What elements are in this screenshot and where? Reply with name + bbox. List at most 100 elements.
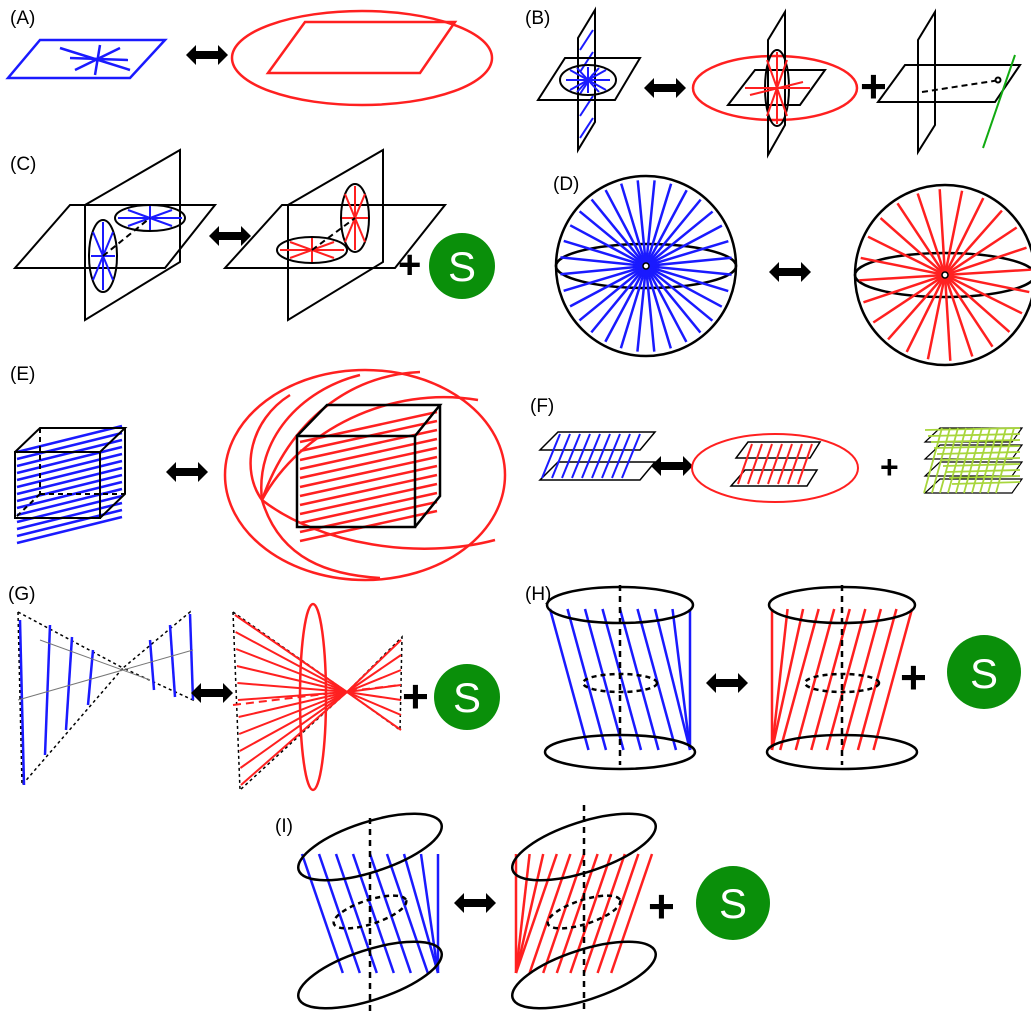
hyperboloid-ruling (569, 853, 613, 974)
hyperboloid-ruling (618, 608, 660, 751)
panel-f: (F) + (530, 396, 1024, 503)
hyperboloid-ruling (653, 608, 692, 751)
hyperboloid-ruling (528, 853, 572, 974)
plane-stripe (777, 443, 793, 485)
hyperboloid-ruling (825, 608, 867, 751)
cone-ruling (346, 691, 402, 701)
plane-stripe (541, 433, 561, 479)
double-arrow-icon (706, 673, 748, 693)
plane-stripe (591, 433, 611, 479)
double-arrow-icon (644, 78, 686, 98)
plane-stripe (927, 433, 1021, 437)
panel-h: (H) + S (525, 584, 1021, 771)
s-badge-icon: S (947, 635, 1021, 709)
hyperboloid-ruling (601, 608, 643, 751)
hyperboloid-ruling (582, 853, 626, 974)
panel-e-blue-cube (14, 424, 128, 545)
panel-i-red-hyperboloid (511, 805, 657, 1010)
plane-stripe (747, 443, 763, 485)
hyperboloid-ruling (514, 853, 558, 974)
plane-stripe (923, 427, 943, 494)
double-arrow-icon (191, 683, 233, 703)
hyperboloid-ruling (368, 853, 412, 974)
plane-stripe (611, 433, 631, 479)
panel-g-plus: + (402, 670, 429, 722)
cone-ruling (236, 665, 348, 693)
plane-stripe (797, 443, 813, 485)
hyperboloid-ruling (671, 608, 692, 751)
double-arrow-icon (454, 893, 496, 913)
cube-hatch (16, 501, 123, 531)
cube-hatch (16, 508, 123, 538)
panel-g-label: (G) (8, 584, 35, 605)
panel-c-label: (C) (10, 154, 36, 175)
cone-ruling (238, 691, 348, 735)
panel-a: (A) (5, 8, 494, 107)
plane-stripe (947, 427, 967, 494)
panel-e-red-cube-ellipsoid (223, 368, 507, 582)
panel-h-blue-hyperboloid (543, 585, 697, 771)
panel-c: (C) (10, 148, 495, 322)
cube-hatch (299, 464, 438, 498)
plane-stripe (936, 451, 1021, 455)
cone-ruling (346, 691, 402, 731)
cone-ruling (346, 654, 402, 693)
double-arrow-icon (769, 262, 811, 282)
panel-b-right-planes (876, 8, 1022, 156)
plane-stripe (737, 443, 753, 485)
plane-stripe (581, 433, 601, 479)
cone-ruling (240, 691, 348, 786)
s-badge-text: S (970, 650, 998, 697)
panel-b-plus: + (860, 60, 887, 112)
plane-stripe (942, 463, 1021, 467)
panel-h-plus: + (900, 651, 927, 703)
double-arrow-icon (651, 456, 693, 476)
s-badge-text: S (719, 880, 747, 927)
panel-h-label: (H) (525, 584, 551, 605)
panel-f-blue-planes (538, 431, 657, 481)
hyperboloid-ruling (351, 853, 395, 974)
panel-i-plus: + (648, 880, 675, 932)
panel-d: (D) (553, 174, 1031, 367)
hyperboloid-ruling (583, 608, 625, 751)
hyperboloid-ruling (555, 853, 599, 974)
hyperboloid-ruling (841, 608, 883, 751)
hyperboloid-ruling (419, 853, 440, 974)
hyperboloid-ruling (402, 853, 440, 974)
panel-b-middle-ellipse (691, 8, 859, 159)
cube-hatch (16, 445, 123, 475)
cone-ruling (238, 691, 348, 718)
hyperboloid-ruling (514, 853, 545, 974)
panel-i-blue-hyperboloid (297, 812, 443, 1015)
panel-g: (G) + (8, 584, 500, 792)
panel-d-label: (D) (553, 174, 579, 195)
panel-e-label: (E) (10, 364, 35, 385)
s-badge-icon: S (696, 866, 770, 940)
plane-stripe (621, 433, 641, 479)
s-badge-text: S (448, 243, 476, 290)
panel-b-label: (B) (525, 8, 550, 29)
cube-hatch (16, 515, 123, 545)
cube-hatch (16, 473, 123, 503)
panel-g-red-cone (232, 602, 403, 792)
plane-stripe (963, 427, 983, 494)
s-badge-icon: S (434, 664, 500, 730)
plane-stripe (787, 443, 803, 485)
cube-hatch (16, 431, 123, 461)
plane-stripe (930, 439, 1021, 443)
panel-f-label: (F) (530, 396, 554, 417)
cube-hatch (299, 410, 438, 444)
hyperboloid-ruling (385, 853, 429, 974)
panel-i: (I) + S (275, 805, 770, 1015)
cube-hatch (299, 437, 438, 471)
panel-c-left (12, 148, 218, 322)
panel-f-plus: + (880, 449, 899, 485)
cube-hatch (16, 452, 123, 482)
cube-hatch (16, 466, 123, 496)
cube-hatch (16, 459, 123, 489)
hyperboloid-ruling (514, 853, 531, 974)
hyperboloid-ruling (596, 853, 640, 974)
hyperboloid-ruling (810, 608, 851, 751)
hyperboloid-ruling (794, 608, 836, 751)
